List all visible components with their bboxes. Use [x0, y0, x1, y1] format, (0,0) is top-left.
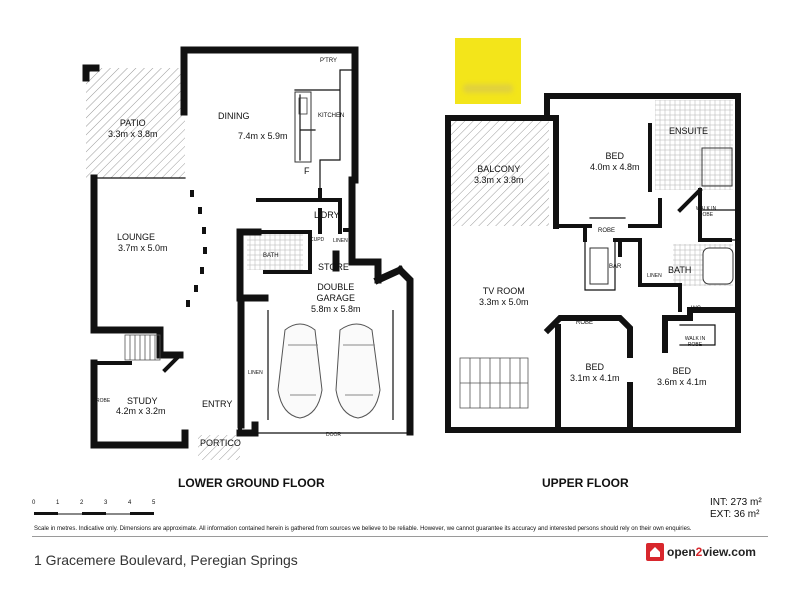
upper-exterior-walls — [445, 93, 741, 433]
dining-dims: 7.4m x 5.9m — [238, 131, 288, 141]
laundry-label: L'DRY — [314, 210, 340, 220]
bar-label: BAR — [609, 264, 622, 270]
garage-door-label: DOOR — [326, 432, 341, 438]
lower-interior-walls — [92, 188, 354, 432]
garage-cars — [277, 323, 381, 419]
bathtub — [702, 247, 734, 285]
upper-bath-label: BATH — [668, 265, 692, 275]
scale-bar — [34, 512, 154, 515]
lower-floor-title: LOWER GROUND FLOOR — [178, 476, 325, 490]
brand-name: open2view.com — [667, 545, 756, 559]
portico-label: PORTICO — [200, 438, 241, 448]
upper-thin-lines — [584, 209, 739, 346]
portico-area — [198, 435, 240, 460]
upper-floor-plan — [445, 93, 741, 433]
robe2-label: ROBE — [576, 320, 594, 326]
lounge-pillars — [186, 190, 207, 307]
lounge-name: LOUNGE — [117, 232, 156, 242]
entry-label: ENTRY — [202, 399, 233, 409]
lower-bath-label: BATH — [263, 253, 279, 259]
upper-stairs — [459, 357, 529, 409]
lower-linen-label: LINEN — [333, 238, 348, 244]
dining-name: DINING — [218, 111, 250, 121]
patio-area — [86, 68, 185, 178]
lower-thin-lines — [95, 69, 411, 434]
garage-dimension-arrows — [267, 310, 394, 420]
disclaimer: Scale in metres. Indicative only. Dimens… — [34, 526, 692, 532]
property-address: 1 Gracemere Boulevard, Peregian Springs — [34, 552, 298, 568]
ensuite-tiles — [655, 100, 733, 190]
house-icon — [646, 543, 664, 561]
study-dims: 4.2m x 3.2m — [116, 406, 166, 416]
kitchen-label: KITCHEN — [318, 113, 345, 119]
study-robe-label: ROBE — [96, 398, 111, 404]
balcony-area — [451, 118, 549, 226]
upper-floor-title: UPPER FLOOR — [542, 476, 629, 490]
ensuite-shower — [701, 147, 733, 187]
robe1-label: ROBE — [598, 228, 616, 234]
wc-label: WC — [691, 306, 701, 312]
internal-area: INT: 273 m² — [710, 497, 762, 508]
lower-stairs — [124, 334, 161, 361]
upper-linen-label: LINEN — [647, 273, 662, 279]
bar-counter — [589, 247, 609, 285]
walkin-robe-label: WALK IN ROBE — [695, 206, 717, 218]
lounge-dims: 3.7m x 5.0m — [118, 243, 168, 253]
store-label: STORE — [318, 262, 349, 272]
kitchen-island — [294, 91, 312, 163]
cooktop — [298, 97, 308, 115]
agency-logo — [455, 38, 521, 104]
cupboard-label: CUPD — [310, 237, 325, 243]
pantry-label: P'TRY — [320, 58, 338, 64]
ensuite-label: ENSUITE — [669, 126, 709, 136]
footer-divider — [32, 536, 768, 537]
lower-bath-tiles — [247, 232, 303, 270]
walkin-robe2-label: WALK IN ROBE — [684, 336, 706, 348]
fridge-label: F — [304, 166, 310, 176]
garage-linen-label: LINEN — [248, 370, 263, 376]
brand-logo[interactable]: open2view.com — [646, 542, 770, 562]
external-area: EXT: 36 m² — [710, 509, 760, 520]
lower-ground-floor-plan — [82, 46, 414, 460]
study-name: STUDY — [127, 396, 158, 406]
